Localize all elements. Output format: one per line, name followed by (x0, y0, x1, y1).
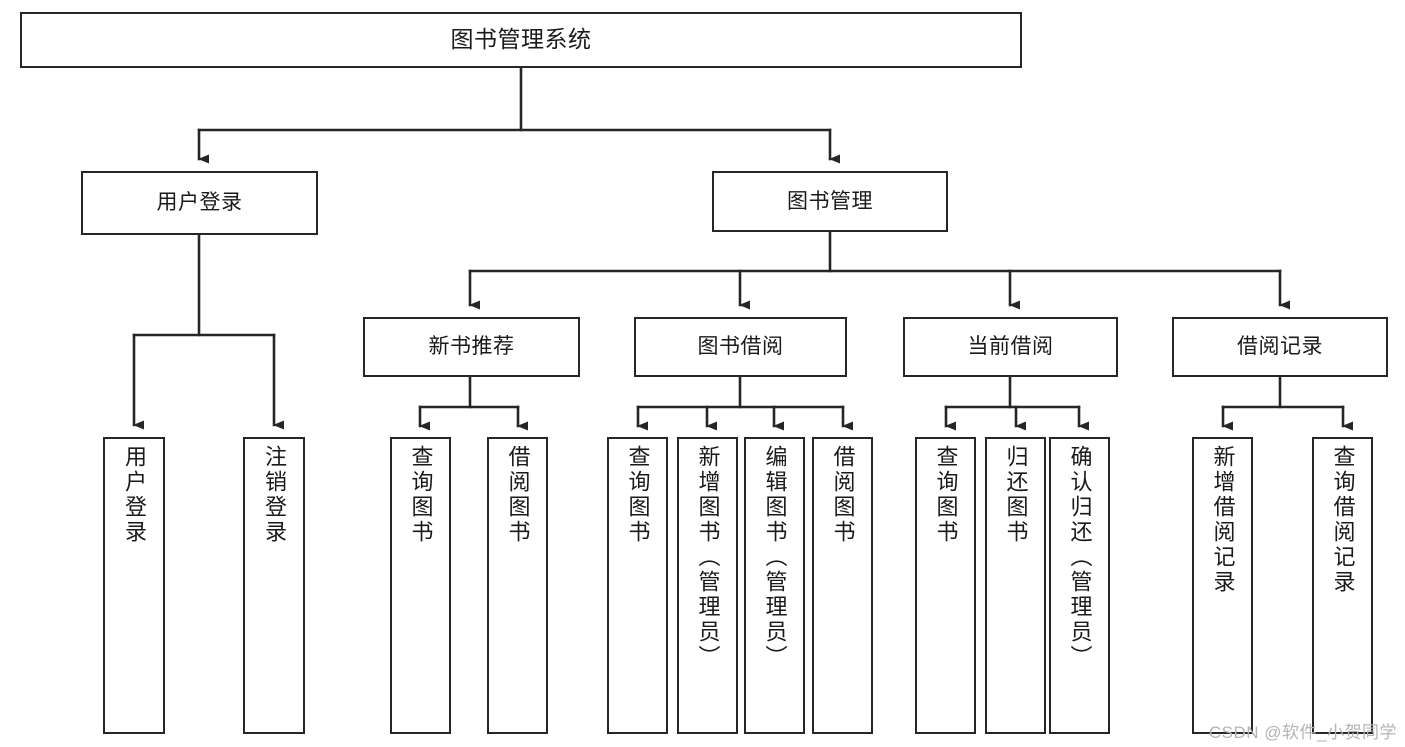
leaf-edit-book-admin[interactable]: 编辑图书（管理员） (744, 437, 805, 734)
leaf-edit-book-admin-label: 编辑图书（管理员） (762, 445, 788, 670)
node-user-login-label: 用户登录 (156, 191, 243, 215)
node-user-login[interactable]: 用户登录 (81, 171, 318, 235)
leaf-return-book-label: 归还图书 (1003, 445, 1029, 545)
leaf-query-book-recommend[interactable]: 查询图书 (390, 437, 451, 734)
leaf-query-book-current[interactable]: 查询图书 (915, 437, 976, 734)
node-book-management[interactable]: 图书管理 (712, 171, 948, 232)
leaf-add-book-admin-label: 新增图书（管理员） (695, 445, 721, 670)
node-borrow-record-label: 借阅记录 (1237, 335, 1323, 359)
watermark: CSDN @软件_小贺同学 (1208, 723, 1397, 742)
leaf-query-book-current-label: 查询图书 (933, 445, 959, 545)
leaf-confirm-return-admin[interactable]: 确认归还（管理员） (1049, 437, 1110, 734)
leaf-add-book-admin[interactable]: 新增图书（管理员） (677, 437, 738, 734)
node-book-borrow[interactable]: 图书借阅 (634, 317, 847, 377)
leaf-return-book[interactable]: 归还图书 (985, 437, 1046, 734)
node-current-borrow[interactable]: 当前借阅 (903, 317, 1118, 377)
node-book-management-label: 图书管理 (787, 189, 873, 213)
node-root-label: 图书管理系统 (450, 26, 592, 53)
node-new-book-recommend[interactable]: 新书推荐 (363, 317, 580, 377)
leaf-borrow-book-recommend[interactable]: 借阅图书 (487, 437, 548, 734)
leaf-borrow-book-borrow-label: 借阅图书 (830, 445, 856, 545)
leaf-query-borrow-record[interactable]: 查询借阅记录 (1312, 437, 1373, 734)
leaf-logout-label: 注销登录 (262, 445, 287, 545)
leaf-query-book-borrow-label: 查询图书 (625, 445, 651, 545)
leaf-add-borrow-record-label: 新增借阅记录 (1210, 445, 1236, 595)
node-current-borrow-label: 当前借阅 (967, 335, 1054, 359)
leaf-borrow-book-borrow[interactable]: 借阅图书 (812, 437, 873, 734)
leaf-query-book-borrow[interactable]: 查询图书 (607, 437, 668, 734)
leaf-logout[interactable]: 注销登录 (243, 437, 305, 734)
leaf-user-login[interactable]: 用户登录 (103, 437, 165, 734)
node-new-book-recommend-label: 新书推荐 (428, 335, 515, 359)
leaf-confirm-return-admin-label: 确认归还（管理员） (1067, 445, 1093, 670)
leaf-query-book-recommend-label: 查询图书 (408, 445, 434, 545)
leaf-borrow-book-recommend-label: 借阅图书 (505, 445, 531, 545)
node-borrow-record[interactable]: 借阅记录 (1172, 317, 1388, 377)
leaf-query-borrow-record-label: 查询借阅记录 (1330, 445, 1356, 595)
node-root[interactable]: 图书管理系统 (20, 12, 1022, 68)
leaf-add-borrow-record[interactable]: 新增借阅记录 (1192, 437, 1253, 734)
node-book-borrow-label: 图书借阅 (697, 335, 784, 359)
leaf-user-login-label: 用户登录 (122, 445, 147, 545)
